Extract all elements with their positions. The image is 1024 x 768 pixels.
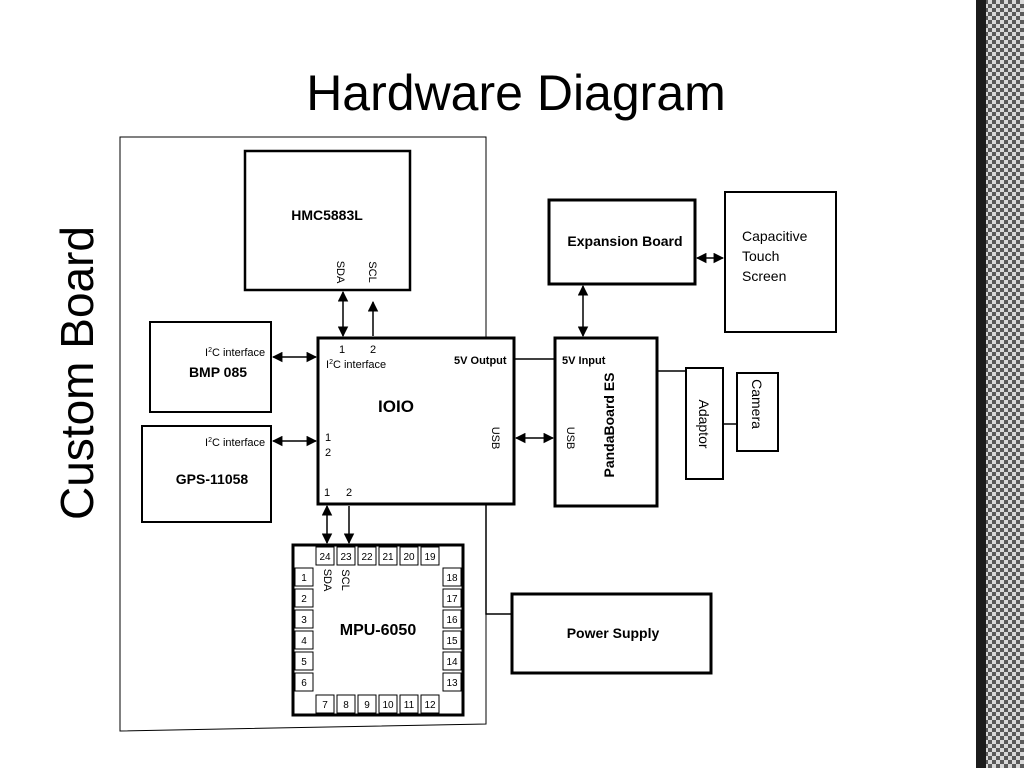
camera-label: Camera: [749, 379, 765, 429]
mpu-pin-bottom-4-box: [399, 694, 419, 714]
mpu-sda-label: SDA: [321, 569, 333, 592]
mpu-pin-bottom-2-label: 9: [364, 700, 370, 711]
power-supply-block: Power Supply: [510, 592, 713, 675]
mpu-pin-left-2-box: [294, 609, 314, 629]
mpu-pin-top-4-box: [399, 546, 419, 566]
touch-screen-label-line-3: Screen: [742, 268, 786, 284]
pandaboard-5v-input-label: 5V Input: [562, 355, 606, 367]
ioio-label: IOIO: [378, 397, 414, 416]
ioio-block: 1 2 I2C interface 5V Output IOIO 1 2 USB…: [316, 336, 516, 506]
mpu-pin-left-1-label: 2: [301, 594, 307, 605]
ioio-pin-1-top: 1: [339, 344, 345, 356]
mpu-pin-top-1-box: [336, 546, 356, 566]
hmc-sda-pin-label: SDA: [334, 261, 346, 284]
custom-board-label: Custom Board: [51, 226, 103, 520]
gps11058-block: I2C interface GPS-11058: [141, 425, 272, 523]
camera-block: Camera: [736, 372, 779, 452]
ioio-pin-1-bottom: 1: [324, 487, 330, 499]
pandaboard-usb-label: USB: [564, 427, 576, 450]
mpu-pin-right-0-label: 18: [446, 573, 458, 584]
mpu-pin-top-1-label: 23: [340, 552, 352, 563]
mpu-pin-right-2-box: [442, 609, 462, 629]
touch-screen-label-line-2: Touch: [742, 248, 779, 264]
mpu-pin-bottom-4-label: 11: [404, 700, 415, 711]
mpu-pin-right-3-box: [442, 630, 462, 650]
expansion-board-block: Expansion Board: [547, 198, 697, 286]
ioio-pin-2-mid: 2: [325, 447, 331, 459]
pandaboard-block: 5V Input USB PandaBoard ES: [553, 336, 659, 508]
custom-board-outline: [119, 136, 487, 732]
mpu-pin-bottom-3-box: [378, 694, 398, 714]
connections: [271, 252, 737, 615]
mpu-pin-top-5-box: [420, 546, 440, 566]
mpu-pin-right-4-box: [442, 651, 462, 671]
mpu-pin-right-1-label: 17: [446, 594, 458, 605]
mpu-pin-top-2-label: 22: [361, 552, 373, 563]
bmp085-label: BMP 085: [189, 364, 247, 380]
mpu6050-label: MPU-6050: [340, 622, 417, 639]
mpu-pin-right-5-box: [442, 672, 462, 692]
hmc-scl-pin-label: SCL: [366, 261, 378, 282]
mpu-pin-bottom-2-box: [357, 694, 377, 714]
mpu-pin-bottom-1-label: 8: [343, 700, 349, 711]
touch-screen-block: Capacitive Touch Screen: [724, 191, 837, 333]
mpu-pin-bottom-3-label: 10: [382, 700, 394, 711]
mpu-pin-top-5-label: 19: [424, 552, 436, 563]
mpu-pin-top-3-box: [378, 546, 398, 566]
mpu-pin-left-2-label: 3: [301, 615, 307, 626]
mpu-pin-left-1-box: [294, 588, 314, 608]
mpu-pin-right-3-label: 15: [446, 636, 458, 647]
slide-title: Hardware Diagram: [306, 65, 726, 121]
mpu-pin-left-5-label: 6: [301, 678, 307, 689]
mpu-pin-bottom-5-box: [420, 694, 440, 714]
ioio-usb-label: USB: [489, 427, 501, 450]
mpu-pin-right-5-label: 13: [446, 678, 458, 689]
mpu-pin-left-5-box: [294, 672, 314, 692]
hmc5883l-block: HMC5883L SDA SCL: [243, 149, 412, 292]
mpu-pin-bottom-1-box: [336, 694, 356, 714]
bmp-i2c-interface-label: I2C interface: [205, 347, 265, 359]
mpu-pin-right-1-box: [442, 588, 462, 608]
gps11058-label: GPS-11058: [176, 471, 249, 487]
pandaboard-label: PandaBoard ES: [601, 372, 617, 477]
mpu-pin-top-0-box: [315, 546, 335, 566]
touch-screen-label-line-1: Capacitive: [742, 228, 808, 244]
ioio-to-power-supply-line: [485, 504, 512, 615]
adaptor-block: Adaptor: [685, 367, 724, 480]
mpu-pin-left-3-label: 4: [301, 636, 307, 647]
mpu-pin-left-0-box: [294, 567, 314, 587]
slide-edge-shadow: [976, 0, 986, 768]
slide-edge-border: [980, 0, 1024, 768]
mpu-pin-left-0-label: 1: [301, 573, 307, 584]
ioio-5v-output-label: 5V Output: [454, 355, 507, 367]
mpu-pin-bottom-0-label: 7: [322, 700, 328, 711]
gps-i2c-interface-label: I2C interface: [205, 437, 265, 449]
mpu-pin-right-4-label: 14: [446, 657, 458, 668]
ioio-pin-2-top: 2: [370, 344, 376, 356]
hmc5883l-label: HMC5883L: [291, 207, 363, 223]
mpu-pin-top-2-box: [357, 546, 377, 566]
mpu-pin-left-4-box: [294, 651, 314, 671]
mpu-pin-top-3-label: 21: [382, 552, 394, 563]
bmp085-block: I2C interface BMP 085: [149, 321, 272, 413]
mpu-pin-right-2-label: 16: [446, 615, 458, 626]
mpu-pin-bottom-5-label: 12: [424, 700, 436, 711]
ioio-pin-1-mid: 1: [325, 432, 331, 444]
mpu-pin-left-4-label: 5: [301, 657, 307, 668]
mpu-pin-top-0-label: 24: [319, 552, 331, 563]
mpu-pin-bottom-0-box: [315, 694, 335, 714]
expansion-board-label: Expansion Board: [567, 233, 682, 249]
ioio-pin-2-bottom: 2: [346, 487, 352, 499]
mpu-pin-top-4-label: 20: [403, 552, 415, 563]
mpu-pin-left-3-box: [294, 630, 314, 650]
ioio-i2c-interface-label: I2C interface: [326, 359, 386, 371]
mpu-pin-right-0-box: [442, 567, 462, 587]
adaptor-label: Adaptor: [696, 399, 712, 448]
power-supply-label: Power Supply: [567, 625, 660, 641]
mpu-scl-label: SCL: [339, 569, 351, 590]
